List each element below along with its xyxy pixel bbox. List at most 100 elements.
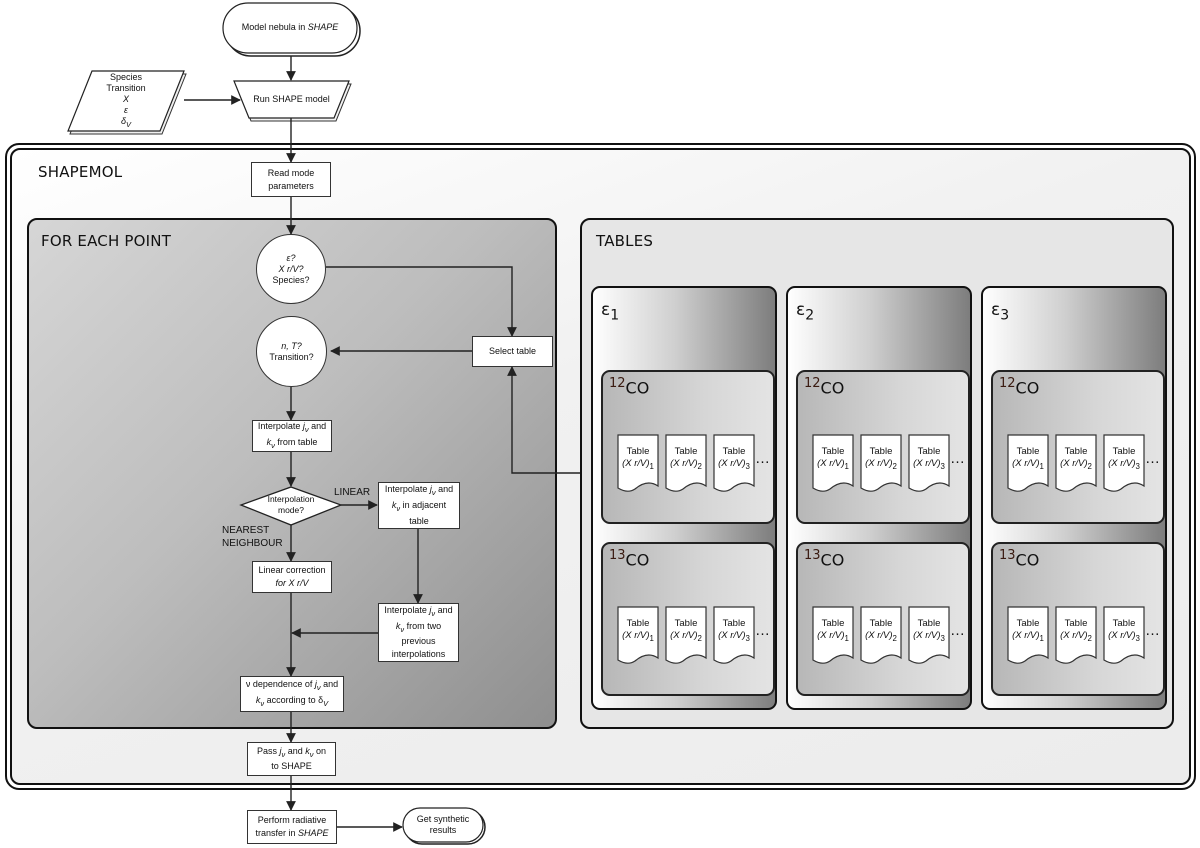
isotope-mass: 13 bbox=[804, 548, 821, 563]
interpolate-from-table-box: Interpolate jν and kν from table bbox=[252, 420, 332, 452]
select-table-box: Select table bbox=[472, 336, 553, 367]
decision1-xrv: X r/V? bbox=[278, 263, 304, 274]
table-document-label: Table(X r/V)2 bbox=[665, 618, 707, 645]
isotope-mass: 13 bbox=[999, 548, 1016, 563]
ift-k: k bbox=[266, 437, 272, 447]
pts-text-d: to SHAPE bbox=[271, 761, 312, 772]
nearest-line1: NEAREST bbox=[222, 525, 270, 536]
table-param: (X r/V) bbox=[670, 458, 698, 469]
isotope-mass: 12 bbox=[999, 376, 1016, 391]
table-document-label: Table(X r/V)1 bbox=[617, 446, 659, 473]
table-document: Table(X r/V)3 bbox=[1103, 606, 1145, 666]
table-label: Table bbox=[1016, 618, 1040, 629]
interpolation-mode-label: Interpolation mode? bbox=[251, 494, 331, 516]
table-index: 3 bbox=[745, 633, 750, 643]
pts-text-b: and bbox=[285, 745, 306, 756]
decision2-nt: n, T? bbox=[281, 340, 302, 351]
table-label: Table bbox=[722, 446, 746, 457]
document-shape bbox=[1103, 606, 1145, 664]
table-index: 3 bbox=[940, 461, 945, 471]
epsilon-index: 2 bbox=[805, 307, 815, 324]
table-label: Table bbox=[674, 446, 698, 457]
nud-text-b: and bbox=[320, 679, 339, 690]
input-parameters-list: Species Transition X ε δV bbox=[88, 72, 164, 130]
epsilon-symbol: ε bbox=[991, 300, 1001, 320]
table-index: 2 bbox=[892, 633, 897, 643]
transition-decision-circle: n, T? Transition? bbox=[256, 316, 327, 387]
ift-j-sub: ν bbox=[304, 425, 309, 434]
itp-k: kν bbox=[395, 620, 405, 634]
table-index: 2 bbox=[892, 461, 897, 471]
table-label: Table bbox=[626, 446, 650, 457]
ift-k-sub: ν bbox=[271, 440, 275, 450]
document-shape bbox=[617, 606, 659, 664]
table-label: Table bbox=[1112, 618, 1136, 629]
table-label: Table bbox=[1064, 618, 1088, 629]
pts-text-a: Pass bbox=[256, 745, 280, 756]
nu-dependence-box: ν dependence of jν and kν according to δ… bbox=[240, 676, 344, 712]
nud-text-a: ν dependence of bbox=[245, 679, 315, 690]
table-document: Table(X r/V)2 bbox=[860, 606, 902, 666]
end-terminal bbox=[402, 807, 486, 845]
species-label: 12CO bbox=[804, 376, 844, 397]
pass-to-shape-box: Pass jν and kν on to SHAPE bbox=[247, 742, 336, 776]
table-document: Table(X r/V)1 bbox=[617, 434, 659, 494]
itp-text-e: interpolations bbox=[391, 649, 446, 660]
table-document-label: Table(X r/V)3 bbox=[908, 618, 950, 645]
start-terminal-label: Model nebula in SHAPE bbox=[223, 22, 357, 32]
document-shape bbox=[908, 434, 950, 492]
document-shape bbox=[908, 606, 950, 664]
table-label: Table bbox=[1064, 446, 1088, 457]
isotope-mass: 12 bbox=[804, 376, 821, 391]
table-param: (X r/V) bbox=[718, 630, 746, 641]
table-label: Table bbox=[1112, 446, 1136, 457]
input-delta-symbol: δ bbox=[120, 116, 126, 126]
ift-text-c: from table bbox=[274, 437, 318, 447]
table-index: 2 bbox=[697, 633, 702, 643]
rt-italic: SHAPE bbox=[298, 828, 329, 838]
start-terminal-italic: SHAPE bbox=[307, 22, 339, 32]
isotope-mass: 12 bbox=[609, 376, 626, 391]
itp-j: jν bbox=[429, 604, 436, 618]
document-shape bbox=[812, 606, 854, 664]
species-name: CO bbox=[625, 550, 650, 570]
more-tables-ellipsis: … bbox=[950, 450, 966, 467]
table-document-label: Table(X r/V)1 bbox=[1007, 446, 1049, 473]
table-label: Table bbox=[1016, 446, 1040, 457]
itp-text-d: previous bbox=[401, 636, 436, 647]
epsilon-index: 3 bbox=[1000, 307, 1010, 324]
table-index: 2 bbox=[1087, 461, 1092, 471]
tables-title: TABLES bbox=[596, 232, 654, 250]
document-shape bbox=[1007, 606, 1049, 664]
table-label: Table bbox=[869, 446, 893, 457]
table-document: Table(X r/V)1 bbox=[1007, 606, 1049, 666]
decision1-epsilon: ε? bbox=[286, 252, 296, 263]
start-terminal bbox=[222, 2, 361, 57]
species-name: CO bbox=[1015, 550, 1040, 570]
iat-j: jν bbox=[429, 484, 436, 497]
table-param: (X r/V) bbox=[1060, 458, 1088, 469]
table-document-label: Table(X r/V)2 bbox=[665, 446, 707, 473]
species-name: CO bbox=[1015, 378, 1040, 398]
ift-j: j bbox=[302, 421, 305, 432]
table-param: (X r/V) bbox=[1012, 630, 1040, 641]
more-tables-ellipsis: … bbox=[1145, 622, 1161, 639]
table-document: Table(X r/V)1 bbox=[812, 434, 854, 494]
document-shape bbox=[713, 606, 755, 664]
shapemol-title: SHAPEMOL bbox=[38, 163, 123, 181]
for-each-point-title: FOR EACH POINT bbox=[41, 232, 172, 250]
input-delta-sub: V bbox=[126, 119, 132, 129]
table-document-label: Table(X r/V)3 bbox=[1103, 446, 1145, 473]
species-label: 13CO bbox=[999, 548, 1039, 569]
document-shape bbox=[1055, 434, 1097, 492]
document-shape bbox=[1007, 434, 1049, 492]
table-param: (X r/V) bbox=[718, 458, 746, 469]
run-model-label: Run SHAPE model bbox=[253, 94, 330, 104]
table-document: Table(X r/V)3 bbox=[713, 606, 755, 666]
table-param: (X r/V) bbox=[1108, 630, 1136, 641]
epsilon-symbol: ε bbox=[796, 300, 806, 320]
